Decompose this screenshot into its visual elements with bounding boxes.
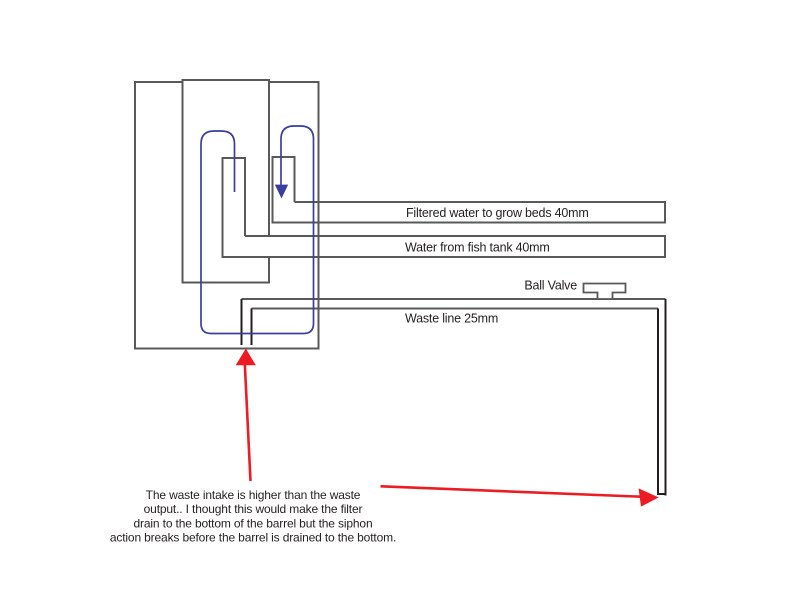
annotation-line-3: drain to the bottom of the barrel but th… bbox=[134, 516, 373, 530]
fish-tank-water-label: Water from fish tank 40mm bbox=[405, 241, 550, 255]
flow-direction-arrow-icon bbox=[274, 184, 289, 199]
annotation-line-2: output.. I thought this would make the f… bbox=[144, 502, 363, 516]
waste-line-label: Waste line 25mm bbox=[405, 312, 498, 326]
annotation-line-1: The waste intake is higher than the wast… bbox=[146, 488, 361, 502]
inner-baffle-outline bbox=[181, 79, 270, 284]
siphon-flow-group bbox=[200, 125, 315, 335]
waste-line-pipe bbox=[241, 298, 666, 310]
waste-intake-arrow-line bbox=[243, 363, 252, 482]
ball-valve-icon bbox=[582, 282, 627, 300]
waste-dark-lines bbox=[240, 299, 667, 496]
ball-valve-label: Ball Valve bbox=[524, 279, 577, 293]
annotation-line-4: action breaks before the barrel is drain… bbox=[110, 531, 396, 545]
waste-output-arrow-line bbox=[380, 485, 644, 499]
filtered-water-pipe bbox=[271, 156, 666, 224]
fish-tank-water-pipe bbox=[221, 157, 666, 258]
waste-intake-arrow-head-icon bbox=[235, 348, 256, 366]
filter-barrel-outline bbox=[134, 81, 320, 350]
filtered-water-label: Filtered water to grow beds 40mm bbox=[406, 206, 589, 220]
red-arrows-group bbox=[235, 348, 659, 507]
siphon-flow-path bbox=[200, 125, 315, 335]
labels-group: Filtered water to grow beds 40mm Water f… bbox=[110, 206, 589, 545]
waste-line-vertical-drop bbox=[657, 299, 667, 496]
waste-output-arrow-head-icon bbox=[638, 488, 659, 507]
waste-intake-downbend bbox=[240, 299, 253, 345]
gray-outline-group bbox=[134, 79, 666, 350]
